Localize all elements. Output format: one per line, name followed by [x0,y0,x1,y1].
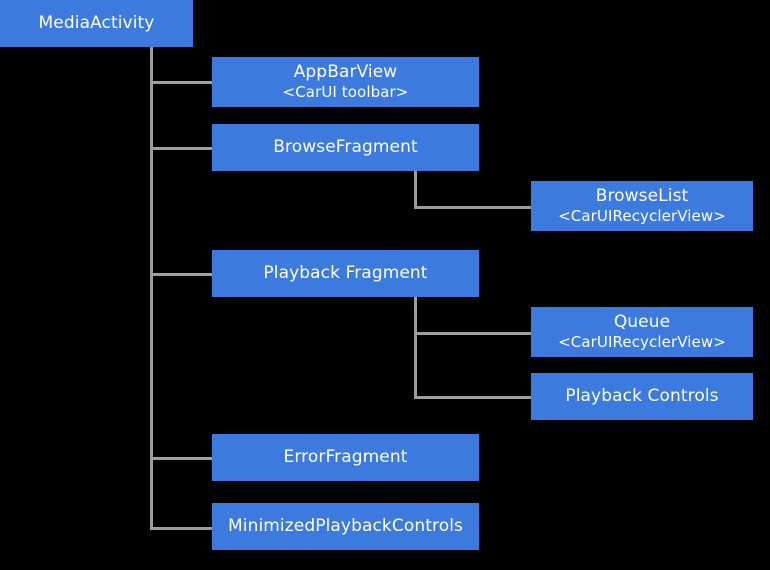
node-title: Playback Controls [565,386,719,407]
connector-browse-list-connector [414,206,531,209]
node-playback-fragment[interactable]: Playback Fragment [212,250,479,297]
node-subtitle: <CarUIRecyclerView> [558,333,726,352]
connector-branch-playback-fragment [150,273,212,276]
connector-branch-minimized-playback-controls [150,527,212,530]
node-minimized-playback-controls[interactable]: MinimizedPlaybackControls [212,503,479,550]
connector-playback-trunk [414,297,417,399]
node-error-fragment[interactable]: ErrorFragment [212,434,479,481]
node-title: AppBarView [293,62,398,83]
connector-queue-connector [414,332,531,335]
node-subtitle: <CarUI toolbar> [282,83,409,102]
node-title: ErrorFragment [283,447,408,468]
connector-branch-browse-fragment [150,147,212,150]
node-media-activity[interactable]: MediaActivity [0,0,193,47]
connector-trunk-media-activity [150,47,153,528]
node-title: BrowseList [595,186,689,207]
node-title: Playback Fragment [263,263,428,284]
connector-playback-controls-connector [414,396,531,399]
connector-branch-app-bar-view [150,81,212,84]
node-queue[interactable]: Queue<CarUIRecyclerView> [531,307,753,357]
node-subtitle: <CarUIRecyclerView> [558,207,726,226]
node-app-bar-view[interactable]: AppBarView<CarUI toolbar> [212,57,479,107]
node-title: MediaActivity [38,13,155,34]
node-browse-fragment[interactable]: BrowseFragment [212,124,479,171]
node-title: MinimizedPlaybackControls [227,516,463,537]
node-title: BrowseFragment [273,137,418,158]
node-browse-list[interactable]: BrowseList<CarUIRecyclerView> [531,181,753,231]
connector-browse-trunk [414,171,417,209]
node-playback-controls[interactable]: Playback Controls [531,373,753,420]
connector-branch-error-fragment [150,457,212,460]
node-title: Queue [613,312,671,333]
